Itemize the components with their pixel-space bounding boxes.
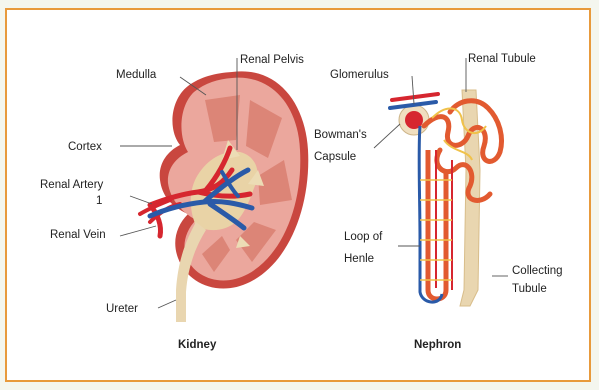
nephron-caption: Nephron [414,339,461,351]
label-cortex: Cortex [68,141,102,153]
label-renal-tubule: Renal Tubule [468,53,536,65]
label-collecting-line1: Collecting [512,265,563,277]
label-renal-pelvis: Renal Pelvis [240,54,304,66]
label-bowmans-line2: Capsule [314,151,356,163]
label-renal-vein: Renal Vein [50,229,106,241]
kidney-illustration [140,71,308,322]
label-collecting-line2: Tubule [512,283,547,295]
arteriole-red [392,94,438,100]
label-renal-artery-number: 1 [96,195,102,207]
ureter-leader [158,300,176,308]
label-glomerulus: Glomerulus [330,69,389,81]
glomerulus-leader [412,76,414,104]
renal-vein-leader [120,226,156,236]
nephron-illustration [390,90,502,306]
renal-artery-leader [130,196,152,204]
label-loop-line1: Loop of [344,231,383,243]
label-bowmans-line1: Bowman's [314,129,367,141]
label-loop-line2: Henle [344,253,374,265]
label-renal-artery: Renal Artery [40,179,104,191]
kidney-caption: Kidney [178,339,217,351]
label-ureter: Ureter [106,303,138,315]
bowmans-capsule-leader [374,124,400,148]
label-medulla: Medulla [116,69,157,81]
